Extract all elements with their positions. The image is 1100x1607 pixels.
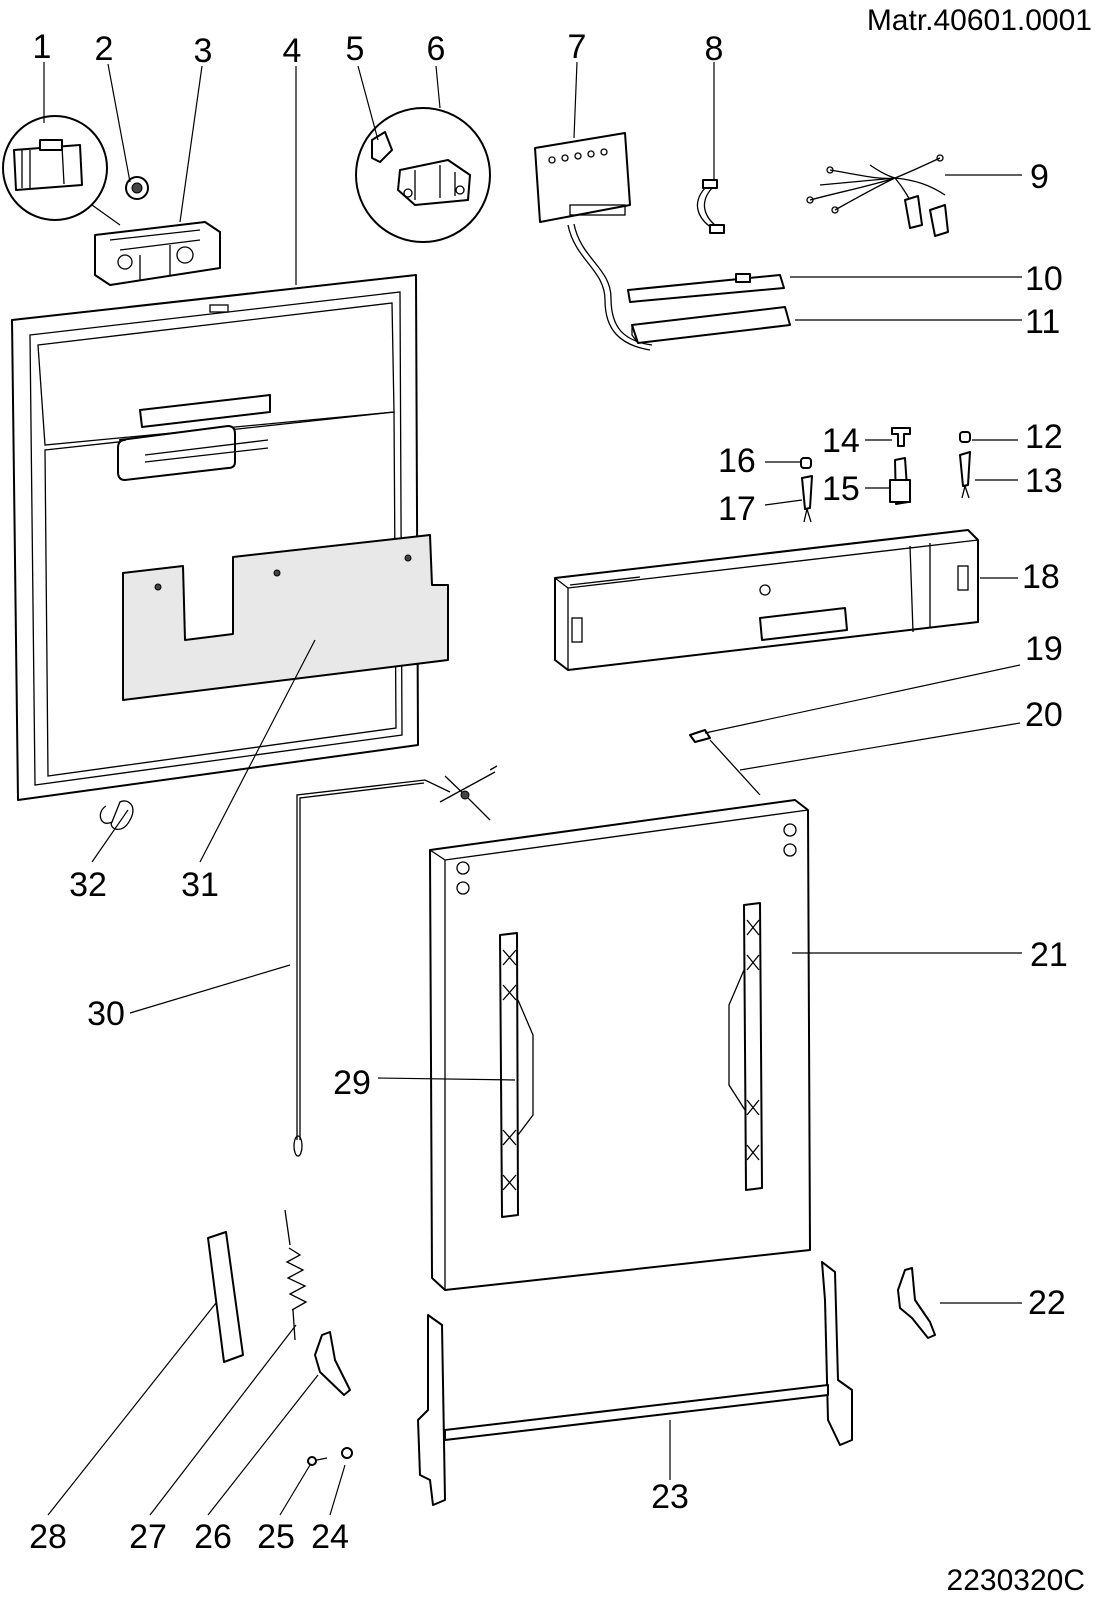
callout-labels: 1 2 3 4 5 6 7 8 9 10 11 12 13 14 15 16 1… [29,28,1068,1556]
part-11-panel-bar [631,306,791,344]
callout-8: 8 [705,30,724,68]
callout-19: 19 [1025,630,1063,668]
drawing-code: 2230320C [947,1564,1085,1597]
part-14-button [891,427,911,447]
part-19-20-rod [689,729,761,796]
callout-3: 3 [194,32,213,70]
callout-29: 29 [333,1064,371,1102]
callout-26: 26 [194,1518,232,1556]
callout-30: 30 [87,995,125,1033]
callout-23: 23 [651,1478,689,1516]
part-8-wire-connector [696,179,725,234]
part-1-detail-circle [2,115,108,221]
callout-13: 13 [1025,462,1063,500]
callout-27: 27 [129,1518,167,1556]
callout-16: 16 [718,442,756,480]
part-29-rails [499,902,763,1218]
callout-6: 6 [427,30,446,68]
callout-17: 17 [718,490,756,528]
small-parts-12-17 [800,427,971,523]
callout-32: 32 [69,866,107,904]
callout-1: 1 [33,28,52,66]
callout-28: 28 [29,1518,67,1556]
part-7-control-board [534,132,653,351]
callout-15: 15 [822,470,860,508]
callout-12: 12 [1025,418,1063,456]
callout-18: 18 [1022,558,1060,596]
part-17-light-pipe [801,475,813,510]
part-23-hinge-frame [417,1261,853,1506]
part-2-knob [125,176,149,200]
part-21-outer-door [429,799,811,1291]
part-9-wiring-harness [806,154,949,237]
callout-7: 7 [568,28,587,66]
part-13-light-pipe [959,451,971,487]
callout-25: 25 [257,1518,295,1556]
leader-lines [43,61,1022,1516]
material-code: Matr.40601.0001 [867,4,1092,37]
part-4-inner-door [11,274,419,801]
callout-31: 31 [181,866,219,904]
part-12-cap [959,431,971,443]
part-16-cap [800,457,812,469]
part-6-detail-circle [355,107,491,243]
part-22-hinge [897,1267,936,1339]
part-30-cable [293,765,498,1157]
part-27-spring [284,1209,308,1341]
callout-21: 21 [1030,936,1068,974]
part-26-latch [314,1331,351,1396]
part-10-strip [627,273,785,303]
part-31-insulation [122,534,449,701]
callout-10: 10 [1025,260,1063,298]
part-3-door-lock [94,221,221,286]
part-28-handle [207,1231,244,1363]
part-18-panel-housing [554,529,979,671]
callout-24: 24 [311,1518,349,1556]
callout-9: 9 [1030,158,1049,196]
callout-2: 2 [95,30,114,68]
part-25-24-fasteners [307,1447,353,1466]
callout-20: 20 [1025,696,1063,734]
callout-14: 14 [822,422,860,460]
callout-22: 22 [1028,1284,1066,1322]
callout-11: 11 [1025,303,1060,341]
part-32-clip [99,800,134,830]
callout-4: 4 [283,32,302,70]
callout-5: 5 [346,30,365,68]
